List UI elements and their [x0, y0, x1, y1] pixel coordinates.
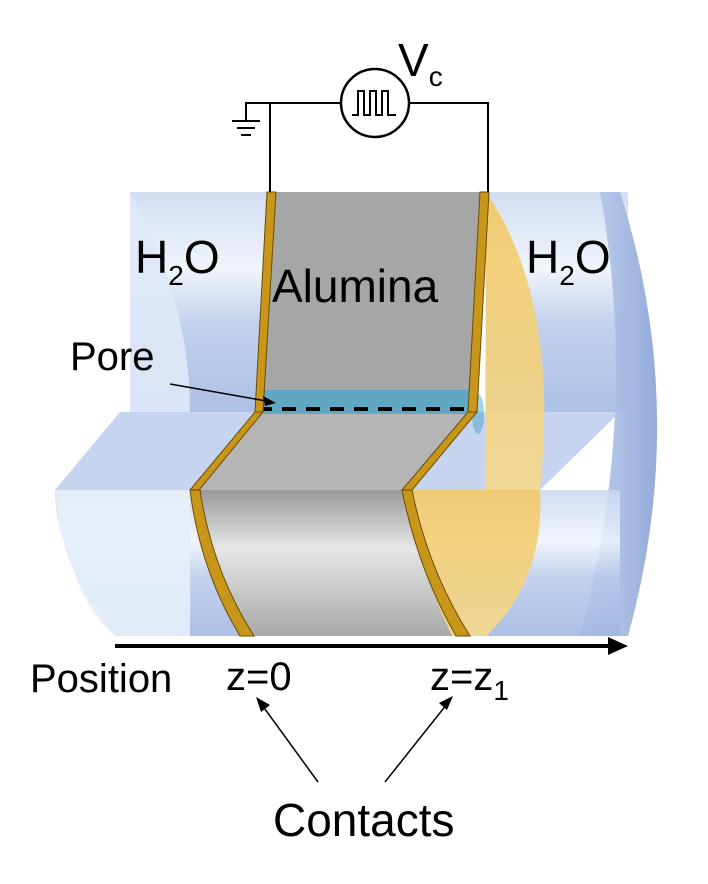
- water-cylinder-left: [130, 192, 270, 412]
- water-left-label: H2O: [135, 231, 220, 291]
- z1-main: z=z: [430, 655, 493, 699]
- ground-icon: [232, 120, 260, 136]
- contacts-label: Contacts: [273, 794, 455, 846]
- water-right-o: O: [575, 231, 611, 283]
- position-axis: [115, 637, 628, 655]
- pore-label: Pore: [70, 335, 155, 379]
- position-label: Position: [30, 657, 172, 701]
- contact-right: [400, 191, 490, 637]
- source-symbol: V: [398, 34, 429, 86]
- water-right-label: H2O: [526, 231, 611, 291]
- pulse-source-icon: [339, 67, 411, 139]
- water-right-h: H: [526, 231, 559, 283]
- water-left-h: H: [135, 231, 168, 283]
- source-subscript: c: [429, 61, 443, 92]
- pore-arrow: [169, 383, 276, 406]
- water-left-o: O: [184, 231, 220, 283]
- z1-label: z=z1: [430, 655, 509, 706]
- alumina-membrane: [190, 192, 488, 636]
- pore-channel: [258, 390, 484, 434]
- water-right-sub: 2: [559, 260, 575, 291]
- contact-arrow-left: [256, 697, 319, 783]
- z0-label: z=0: [226, 655, 292, 699]
- z1-sub: 1: [493, 675, 509, 706]
- contact-arrow-right: [384, 696, 453, 783]
- water-left-sub: 2: [168, 260, 184, 291]
- source-label: Vc: [398, 34, 443, 92]
- alumina-label: Alumina: [272, 260, 439, 312]
- circuit: [245, 102, 489, 192]
- contact-left: [188, 191, 277, 637]
